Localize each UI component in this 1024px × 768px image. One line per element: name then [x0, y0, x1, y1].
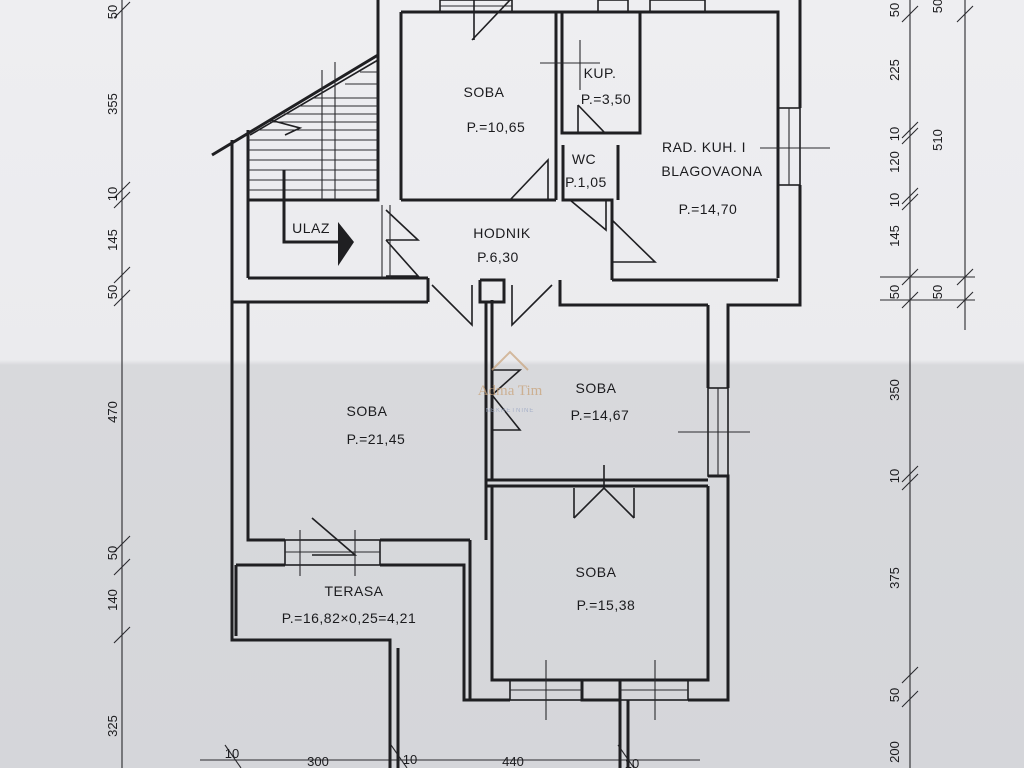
room-kup-area: P.=3,50 [581, 91, 631, 107]
dim-left-1: 50 [105, 5, 120, 19]
dim-right-4: 120 [887, 151, 902, 173]
right-dimension-labels: 50 225 10 120 10 145 50 350 10 375 50 20… [887, 0, 945, 763]
room-kitchen-name-2: BLAGOVAONA [661, 163, 762, 179]
dim-right-outer-2: 510 [930, 129, 945, 151]
walls [211, 0, 802, 768]
dim-bottom-4: 440 [502, 754, 524, 768]
dim-left-6: 470 [105, 401, 120, 423]
dim-left-8: 140 [105, 589, 120, 611]
dim-left-4: 145 [105, 229, 120, 251]
dim-bottom-3: 10 [403, 752, 417, 767]
doors [311, 0, 657, 556]
dim-bottom-2: 300 [307, 754, 329, 768]
room-terasa-area: P.=16,82×0,25=4,21 [282, 610, 416, 626]
dim-right-outer-3: 50 [930, 285, 945, 299]
dim-right-7: 50 [887, 285, 902, 299]
room-wc-name: WC [572, 151, 596, 167]
room-kitchen-area: P.=14,70 [679, 201, 738, 217]
watermark-brand: Adma Tim [478, 383, 543, 399]
entrance-label: ULAZ [292, 220, 330, 236]
right-dimension-lines [880, 0, 975, 768]
dim-right-1: 50 [887, 3, 902, 17]
room-hodnik-area: P.6,30 [477, 249, 519, 265]
dim-right-2: 225 [887, 59, 902, 81]
room-labels: SOBA P.=10,65 KUP. P.=3,50 WC P.1,05 RAD… [282, 65, 763, 626]
room-soba-bottom-name: SOBA [576, 564, 617, 580]
dim-right-10: 375 [887, 567, 902, 589]
dim-left-9: 325 [105, 715, 120, 737]
dim-right-outer-1: 50 [930, 0, 945, 13]
room-soba-left-name: SOBA [347, 403, 388, 419]
dim-bottom-1: 10 [225, 746, 239, 761]
dim-right-3: 10 [887, 127, 902, 141]
room-hodnik-name: HODNIK [473, 225, 531, 241]
room-wc-area: P.1,05 [565, 174, 607, 190]
dim-left-2: 355 [105, 93, 120, 115]
watermark-house-icon [491, 350, 529, 371]
dim-right-12: 200 [887, 741, 902, 763]
room-soba-left-area: P.=21,45 [347, 431, 406, 447]
windows [284, 0, 830, 720]
bottom-dimension-line: 10 300 10 440 10 [200, 744, 700, 768]
dim-right-9: 10 [887, 469, 902, 483]
room-terasa-name: TERASA [324, 583, 383, 599]
room-kup-name: KUP. [584, 65, 617, 81]
left-dimension-line [113, 0, 131, 768]
room-soba-top-name: SOBA [464, 84, 505, 100]
watermark: Adma Tim NEKRETNINE [478, 350, 543, 414]
dim-right-5: 10 [887, 193, 902, 207]
dim-right-6: 145 [887, 225, 902, 247]
left-dimension-labels: 50 355 10 145 50 470 50 140 325 [105, 5, 120, 737]
watermark-tagline: NEKRETNINE [486, 408, 535, 414]
entrance-arrow [282, 170, 354, 266]
dim-left-7: 50 [105, 546, 120, 560]
dim-right-11: 50 [887, 688, 902, 702]
dim-left-3: 10 [105, 187, 120, 201]
room-soba-mid-area: P.=14,67 [571, 407, 630, 423]
room-soba-bottom-area: P.=15,38 [577, 597, 636, 613]
dim-right-8: 350 [887, 379, 902, 401]
room-soba-top-area: P.=10,65 [467, 119, 526, 135]
dim-left-5: 50 [105, 285, 120, 299]
room-soba-mid-name: SOBA [576, 380, 617, 396]
staircase [248, 59, 391, 278]
room-kitchen-name-1: RAD. KUH. I [662, 139, 746, 155]
